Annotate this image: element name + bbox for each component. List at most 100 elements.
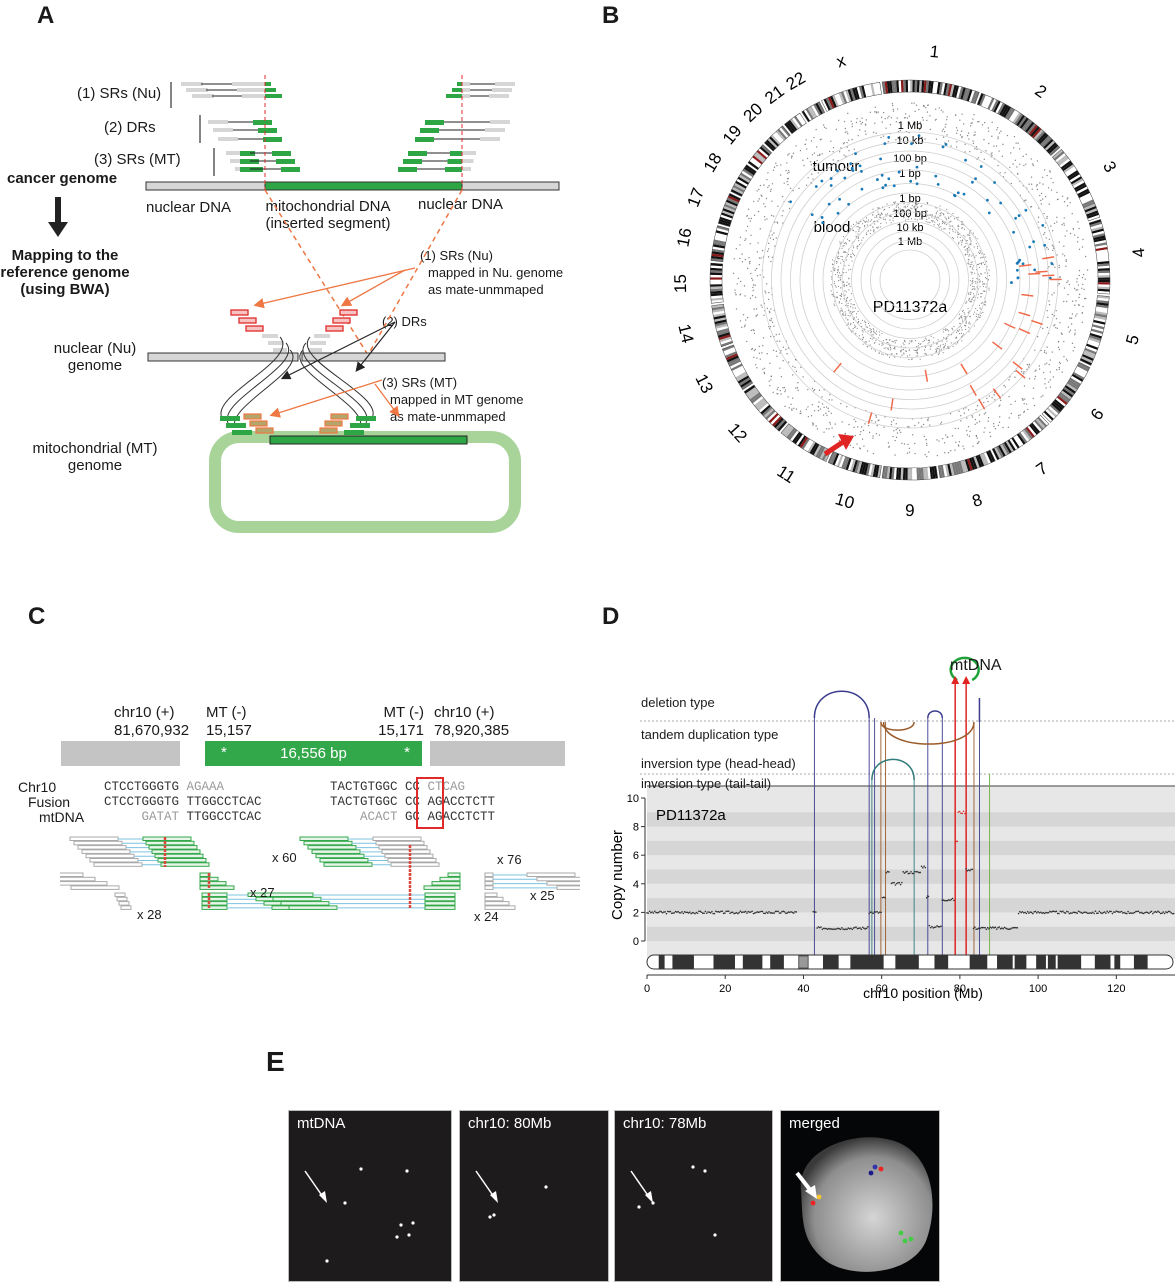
snv-dot [943,128,945,130]
snv-dot [854,324,855,325]
rearrangement-mark [891,399,893,411]
read [70,837,118,841]
snv-dot [812,178,814,180]
snv-dot [764,290,766,292]
sv-arc [884,722,974,744]
snv-dot [870,111,872,113]
snv-dot [966,321,967,322]
snv-dot [963,123,965,125]
germline-dot [883,142,886,145]
junction-pos: 15,157 [206,722,252,740]
snv-dot [874,217,875,218]
cn-point [929,925,931,927]
chromosome-label: 6 [1087,405,1108,424]
read-segment [420,128,439,133]
read [448,873,460,877]
read [485,893,497,897]
snv-dot [781,215,783,217]
snv-dot [855,231,856,232]
cn-point [764,913,766,915]
snv-dot [823,414,825,416]
snv-dot [859,129,861,131]
snv-dot [754,269,756,271]
snv-dot [1023,155,1025,157]
snv-dot [1048,381,1050,383]
snv-dot [979,279,980,280]
snv-dot [967,308,968,309]
snv-dot [844,284,845,285]
snv-dot [1059,369,1061,371]
snv-dot [1049,371,1051,373]
snv-dot [875,132,877,134]
cn-point [1026,913,1028,915]
snv-dot [811,415,813,417]
snv-dot [836,129,838,131]
snv-dot [924,340,925,341]
cn-point [986,929,988,931]
snv-dot [791,157,793,159]
snv-dot [894,348,895,349]
cn-point [931,926,933,928]
snv-dot [968,255,969,256]
snv-dot [820,408,822,410]
snv-dot [760,185,762,187]
snv-dot [1063,245,1065,247]
snv-dot [768,299,770,301]
snv-dot [909,448,911,450]
snv-dot [891,424,893,426]
snv-dot [862,344,863,345]
snv-dot [826,415,828,417]
snv-dot [856,313,857,314]
snv-dot [981,253,982,254]
snv-dot [853,322,854,323]
snv-dot [853,311,854,312]
snv-dot [768,243,770,245]
snv-dot [823,431,825,433]
annot-arrow [375,384,398,415]
snv-dot [760,257,762,259]
germline-dot [993,181,996,184]
snv-dot [974,295,975,296]
cn-point [740,910,742,912]
snv-dot [1040,396,1042,398]
snv-dot [767,251,769,253]
snv-dot [841,248,842,249]
snv-dot [972,118,974,120]
snv-dot [741,253,743,255]
snv-dot [754,333,756,335]
snv-dot [787,184,789,186]
read [485,873,493,877]
snv-dot [885,127,887,129]
snv-dot [957,342,958,343]
sv-type-inv-tt: inversion type (tail-tail) [641,776,771,791]
cn-point [888,871,890,873]
fish-signal [359,1167,362,1170]
snv-dot [925,107,927,109]
scale-ring [781,151,1039,409]
snv-dot [1003,385,1005,387]
snv-dot [790,404,792,406]
germline-dot [974,177,977,180]
cn-point [1099,911,1101,913]
snv-dot [763,276,765,278]
snv-dot [999,416,1001,418]
read [117,897,127,901]
snv-dot [779,367,781,369]
read [316,854,364,858]
snv-dot [1063,217,1065,219]
cn-point [951,899,953,901]
snv-dot [1060,363,1062,365]
snv-dot [881,333,882,334]
snv-dot [1039,195,1041,197]
snv-dot [955,231,956,232]
snv-dot [931,216,932,217]
snv-dot [759,274,761,276]
junction-chrom: chr10 (+) [434,704,509,722]
snv-dot [958,226,959,227]
cn-point [1104,911,1106,913]
snv-dot [969,233,970,234]
snv-dot [772,234,774,236]
sv-arc [928,711,942,718]
snv-dot [844,311,845,312]
read-segment [276,159,295,164]
